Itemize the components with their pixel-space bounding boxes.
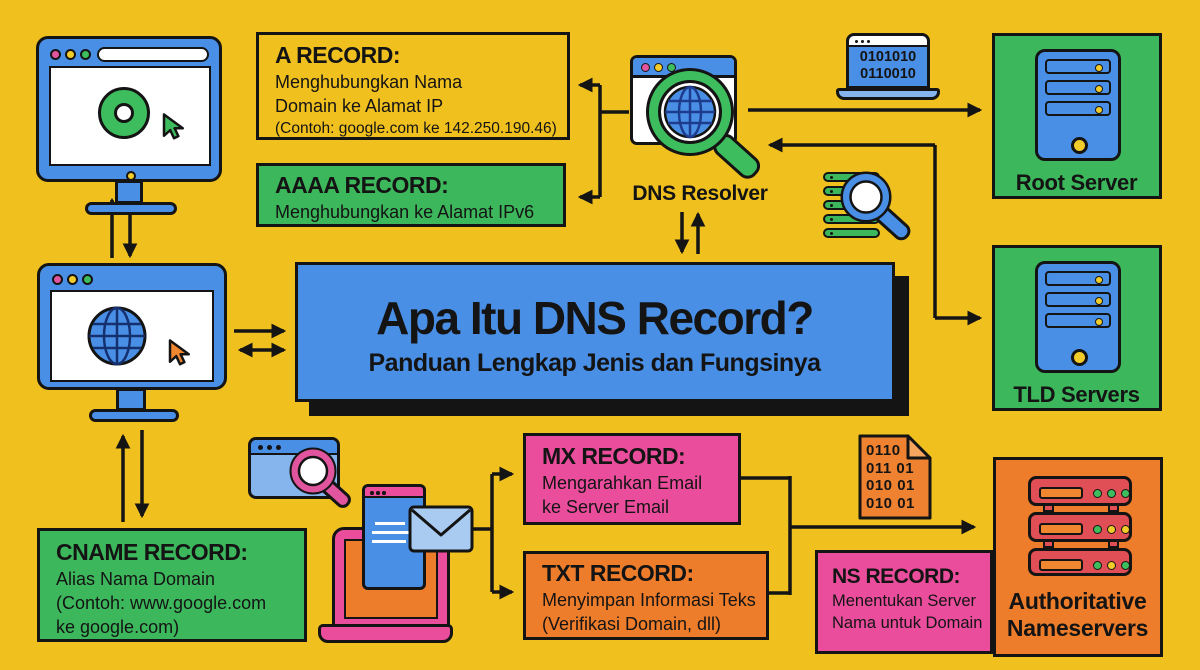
email-laptop-base [318,624,453,643]
monitor-screen [50,290,214,382]
aaaa-record-line: Menghubungkan ke Alamat IPv6 [275,202,535,222]
root-server-box: Root Server [992,33,1162,199]
cname-record-line: Alias Nama Domain [56,569,216,589]
monitor-stand-neck [115,180,143,204]
window-dot-pink [52,274,63,285]
ns-record-line: Nama untuk Domain [832,614,983,632]
authoritative-nameservers-box: Authoritative Nameservers [993,457,1163,657]
window-dot-pink [641,63,650,72]
window-dot-yellow [654,63,663,72]
mx-record-title: MX RECORD: [542,443,686,469]
address-bar [97,47,209,62]
txt-record-title: TXT RECORD: [542,560,694,586]
txt-record-line: Menyimpan Informasi Teks [542,590,756,610]
monitor-globe-icon [37,263,227,390]
ns-record-box: NS RECORD: Menentukan Server Nama untuk … [815,550,993,654]
magnifier-globe-icon [646,68,761,179]
cname-record-line: ke google.com) [56,617,180,637]
tld-servers-box: TLD Servers [992,245,1162,411]
monitor-stand-base [85,202,177,215]
laptop-binary-line: 0110010 [860,66,916,82]
window-dot-green [82,274,93,285]
mx-record-line: Mengarahkan Email [542,473,703,493]
server-tower-icon [1035,49,1121,161]
webcam-dot [126,170,136,181]
monitor-stand-neck [116,388,146,411]
title-box: Apa Itu DNS Record? Panduan Lengkap Jeni… [295,262,895,402]
envelope-icon [408,505,474,553]
binary-document-icon [858,434,932,520]
monitor-screen [49,66,211,166]
monitor-search-icon [36,36,222,182]
binary-laptop-icon: 0101010 0110010 [846,33,930,89]
mx-record-line: ke Server Email [542,497,670,517]
monitor-stand-base [89,409,179,422]
a-record-box: A RECORD: Menghubungkan Nama Domain ke A… [256,32,570,140]
search-magnifier-icon [840,171,911,241]
donut-icon [98,87,150,139]
a-record-line: Menghubungkan Nama [275,72,463,92]
window-dot-green [667,63,676,72]
page-title: Apa Itu DNS Record? [376,292,814,344]
mx-record-box: MX RECORD: Mengarahkan Email ke Server E… [523,433,741,525]
txt-record-box: TXT RECORD: Menyimpan Informasi Teks (Ve… [523,551,769,640]
authoritative-label-line2: Nameservers [1006,615,1149,641]
cname-record-line: (Contoh: www.google.com [56,593,267,613]
cursor-icon [162,113,184,140]
laptop-base [836,88,940,100]
dns-resolver-label: DNS Resolver [632,182,768,205]
cursor-icon [168,339,190,366]
a-record-title: A RECORD: [275,42,400,68]
cname-record-title: CNAME RECORD: [56,539,248,565]
binary-document-text: 0110 011 01 010 01 010 01 [866,442,915,512]
ns-record-line: Menentukan Server [832,592,976,610]
window-dot-yellow [67,274,78,285]
a-record-example: (Contoh: google.com ke 142.250.190.46) [275,120,557,137]
aaaa-record-title: AAAA RECORD: [275,172,449,198]
tld-servers-label: TLD Servers [1013,382,1140,407]
a-record-line: Domain ke Alamat IP [275,96,444,116]
authoritative-label-line1: Authoritative [1008,588,1147,614]
globe-icon [87,306,147,366]
page-subtitle: Panduan Lengkap Jenis dan Fungsinya [368,349,821,377]
window-dot-pink [50,49,61,60]
server-tower-icon [1035,261,1121,373]
ns-record-title: NS RECORD: [832,565,961,588]
cname-record-box: CNAME RECORD: Alias Nama Domain (Contoh:… [37,528,307,642]
laptop-binary-line: 0101010 [859,49,917,65]
window-dot-green [80,49,91,60]
pink-magnifier-icon [289,447,351,508]
window-dot-yellow [65,49,76,60]
txt-record-line: (Verifikasi Domain, dll) [542,614,722,634]
aaaa-record-box: AAAA RECORD: Menghubungkan ke Alamat IPv… [256,163,566,227]
root-server-label: Root Server [1015,170,1138,195]
